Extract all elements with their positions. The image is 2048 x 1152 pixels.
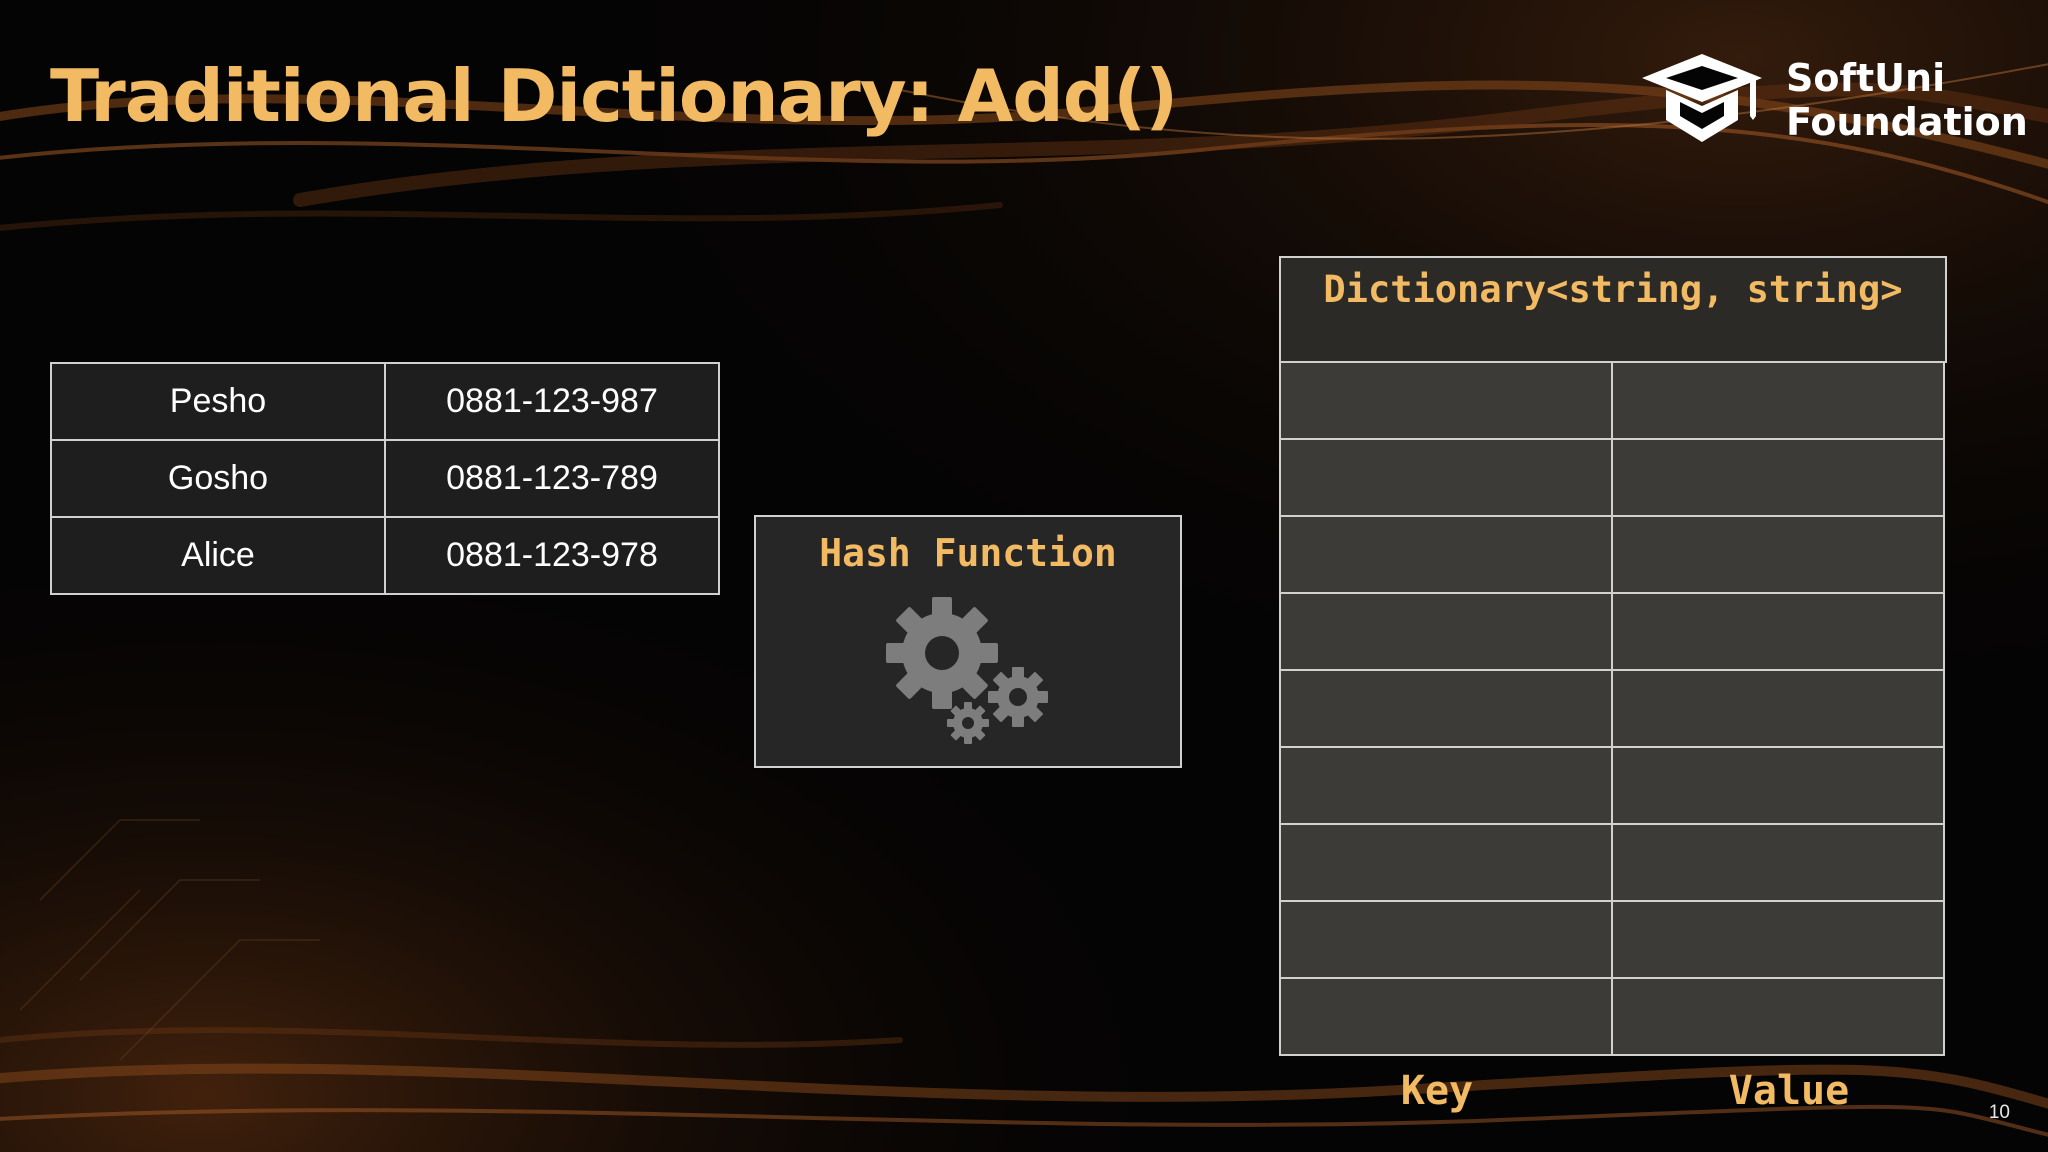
table-row: Pesho 0881-123-987 [50, 362, 720, 441]
name-cell: Gosho [50, 439, 386, 518]
logo-line-1: SoftUni [1786, 56, 1946, 100]
bucket-value-cell [1611, 669, 1945, 748]
dictionary-buckets [1279, 361, 1945, 1056]
bucket-key-cell [1279, 823, 1613, 902]
name-cell: Alice [50, 516, 386, 595]
bucket-value-cell [1611, 977, 1945, 1056]
slide-title: Traditional Dictionary: Add() [50, 54, 1178, 138]
bucket-key-cell [1279, 746, 1613, 825]
phone-cell: 0881-123-978 [384, 516, 720, 595]
bucket-row [1279, 746, 1945, 825]
bucket-value-cell [1611, 592, 1945, 671]
bucket-row [1279, 438, 1945, 517]
table-row: Alice 0881-123-978 [50, 516, 720, 595]
bucket-row [1279, 900, 1945, 979]
key-column-label: Key [1400, 1068, 1474, 1114]
logo-line-2: Foundation [1786, 100, 2028, 144]
bucket-row [1279, 592, 1945, 671]
bucket-value-cell [1611, 515, 1945, 594]
bucket-row [1279, 361, 1945, 440]
phone-cell: 0881-123-789 [384, 439, 720, 518]
value-column-label: Value [1728, 1068, 1850, 1114]
bucket-value-cell [1611, 438, 1945, 517]
bucket-key-cell [1279, 592, 1613, 671]
dictionary-title: Dictionary<string, string> [1323, 268, 1903, 311]
bucket-row [1279, 669, 1945, 748]
bucket-value-cell [1611, 900, 1945, 979]
phonebook-table: Pesho 0881-123-987 Gosho 0881-123-789 Al… [50, 362, 720, 595]
dictionary-header: Dictionary<string, string> [1279, 256, 1947, 363]
table-row: Gosho 0881-123-789 [50, 439, 720, 518]
bucket-key-cell [1279, 515, 1613, 594]
phone-cell: 0881-123-987 [384, 362, 720, 441]
name-cell: Pesho [50, 362, 386, 441]
graduation-cap-icon [1642, 54, 1762, 142]
bucket-key-cell [1279, 669, 1613, 748]
hash-function-box: Hash Function [754, 515, 1182, 768]
bucket-key-cell [1279, 361, 1613, 440]
bucket-row [1279, 823, 1945, 902]
bucket-key-cell [1279, 977, 1613, 1056]
bucket-value-cell [1611, 361, 1945, 440]
bucket-value-cell [1611, 746, 1945, 825]
gears-icon [886, 597, 1048, 744]
bucket-value-cell [1611, 823, 1945, 902]
page-number: 10 [1988, 1102, 2010, 1123]
bucket-row [1279, 977, 1945, 1056]
bucket-key-cell [1279, 900, 1613, 979]
bucket-key-cell [1279, 438, 1613, 517]
bucket-row [1279, 515, 1945, 594]
hash-function-title: Hash Function [819, 531, 1117, 575]
softuni-foundation-logo: SoftUni Foundation [1640, 50, 2028, 150]
